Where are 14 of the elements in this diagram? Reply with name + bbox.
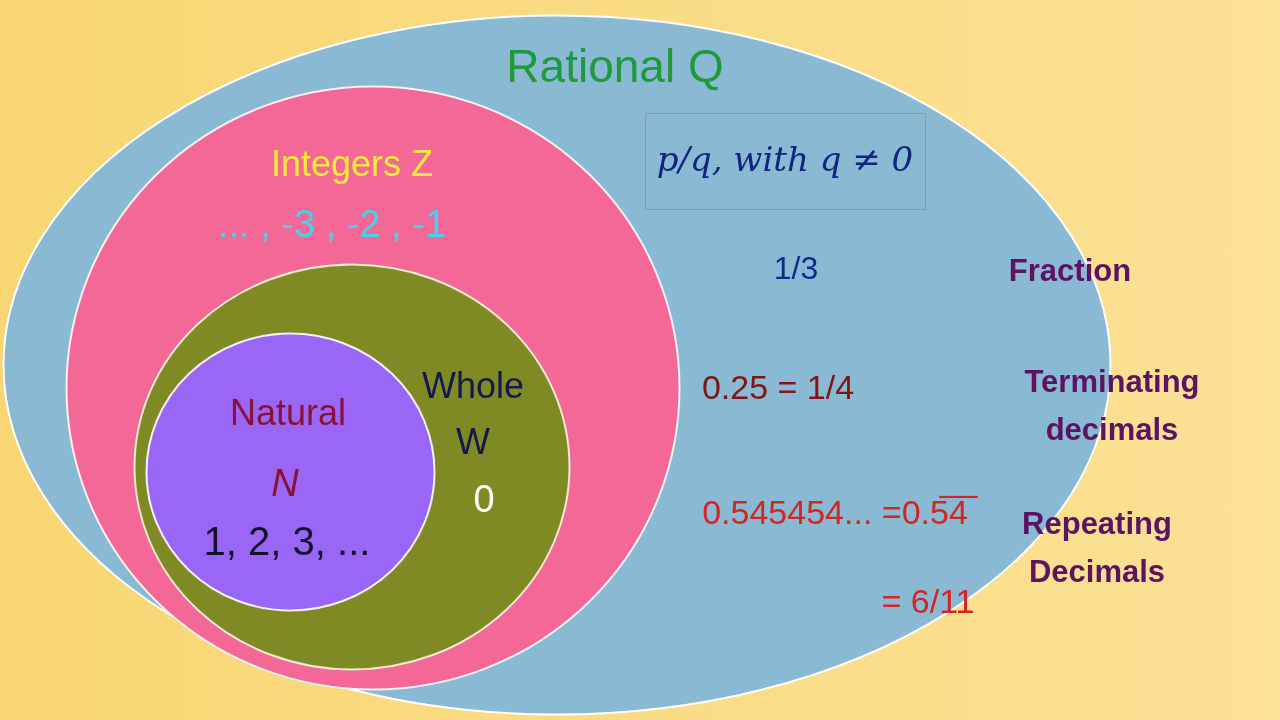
number-list: ... , -3 , -2 , -1 (217, 203, 447, 247)
fraction-example: 1/3 (773, 250, 819, 287)
set-title: Rational Q (506, 40, 724, 93)
decimal-example: 0.545454... =0.5̅4̅ (698, 476, 978, 539)
set-title: Whole W (422, 364, 524, 464)
decimal-example: 0.25 = 1/4 (701, 368, 855, 408)
number-list: 1, 2, 3, ... (203, 518, 371, 564)
whole-set-circle (133, 263, 571, 671)
formula-box (645, 113, 926, 210)
set-title: Integers Z (270, 143, 434, 185)
number-zero: 0 (473, 478, 495, 522)
set-symbol: N (271, 462, 299, 506)
formula-text: p/q, with q ≠ 0 (656, 140, 914, 180)
set-title: Natural (229, 392, 347, 434)
